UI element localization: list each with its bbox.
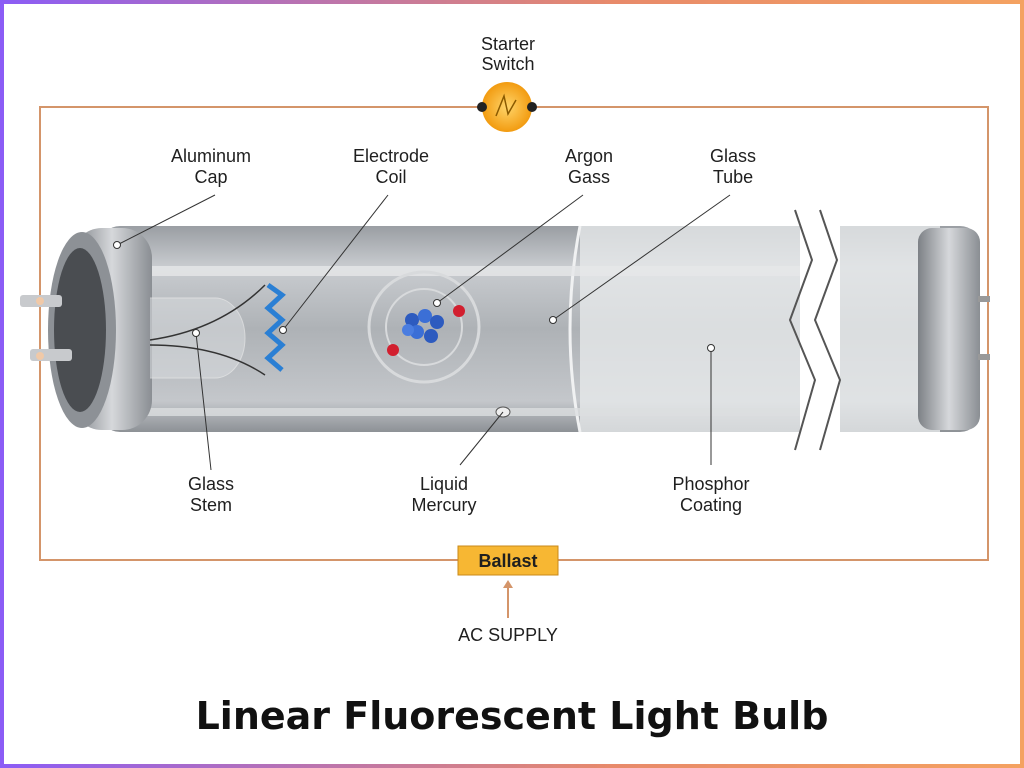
- glass-stem-label-2: Stem: [190, 495, 232, 515]
- glass-tube-label-1: Glass: [710, 146, 756, 166]
- liquid-mercury-label-1: Liquid: [420, 474, 468, 494]
- right-end-cap: [918, 228, 980, 430]
- leader-lines: [113, 194, 731, 471]
- ballast-label: Ballast: [478, 551, 537, 571]
- aluminum-cap-label-2: Cap: [194, 167, 227, 187]
- aluminum-cap: [20, 228, 152, 430]
- electrode-coil-label-2: Coil: [375, 167, 406, 187]
- ac-supply-label: AC SUPPLY: [458, 625, 558, 645]
- glass-stem-label-1: Glass: [188, 474, 234, 494]
- argon-gas-label-2: Gass: [568, 167, 610, 187]
- phosphor-coating-label-2: Coating: [680, 495, 742, 515]
- argon-gas: [367, 270, 481, 384]
- starter-switch[interactable]: [477, 82, 537, 132]
- electrode-coil: [264, 282, 286, 372]
- glass-stem: [149, 284, 266, 379]
- starter-label-1: Starter: [481, 34, 535, 54]
- ballast[interactable]: Ballast: [457, 545, 559, 576]
- phosphor-coating: [580, 226, 940, 432]
- argon-gas-label-1: Argon: [565, 146, 613, 166]
- aluminum-cap-label-1: Aluminum: [171, 146, 251, 166]
- electrode-coil-label-1: Electrode: [353, 146, 429, 166]
- phosphor-coating-label-1: Phosphor: [672, 474, 749, 494]
- glass-tube-label-2: Tube: [713, 167, 753, 187]
- liquid-mercury-label-2: Mercury: [411, 495, 476, 515]
- page-title: Linear Fluorescent Light Bulb: [195, 694, 829, 738]
- starter-label-2: Switch: [481, 54, 534, 74]
- glass-tube: [100, 209, 990, 451]
